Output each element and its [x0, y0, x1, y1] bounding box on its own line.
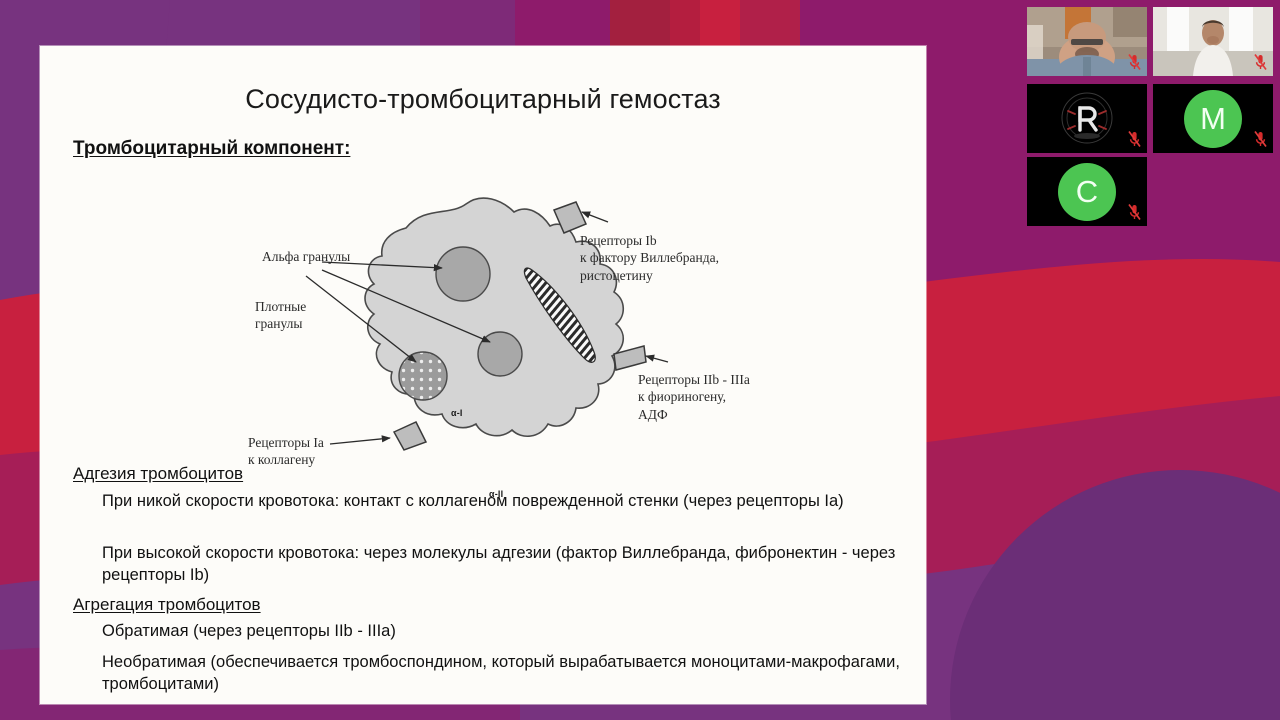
participant-tile-2[interactable]: [1153, 7, 1273, 76]
leader-receptor-ia: [329, 435, 391, 445]
page-title: Сосудисто-тромбоцитарный гемостаз: [245, 84, 721, 114]
alpha-granule-1: [435, 246, 491, 302]
leader-receptor-ib: [581, 211, 609, 223]
mic-off-icon: [1128, 130, 1141, 148]
avatar: M: [1184, 89, 1242, 148]
mic-off-icon: [1128, 53, 1141, 71]
mic-off-icon: [1254, 53, 1267, 71]
receptor-ia-shape: [392, 421, 428, 451]
participant-tile-3[interactable]: [1027, 84, 1147, 153]
label-receptors-ia: Рецепторы Ia к коллагену: [248, 435, 324, 468]
label-alpha-granules: Альфа гранулы: [262, 249, 351, 264]
participant-tile-1[interactable]: [1027, 7, 1147, 76]
microtubule: [523, 267, 596, 363]
avatar: C: [1058, 162, 1116, 221]
dense-granule: [398, 351, 448, 401]
participant-tile-4[interactable]: M: [1153, 84, 1273, 153]
leader-alpha-granules: [321, 261, 443, 272]
platelet-diagram: α-I α-II Альфа гранулы Плотные гранулы Р…: [210, 186, 830, 499]
section-heading-adhesion: Адгезия тромбоцитов: [73, 464, 244, 483]
camera-feed-1: [1027, 7, 1147, 76]
platelet-illustration: [305, 197, 669, 451]
leader-alpha-granule-2: [321, 269, 491, 343]
receptor-iib-iiia-shape: [613, 345, 647, 371]
alpha-granule-2: [477, 331, 523, 377]
bullet-aggregation-reversible: Обратимая (через рецепторы IIb - IIIa): [102, 622, 396, 640]
camera-feed-2: [1153, 7, 1273, 76]
leader-dense-granules: [305, 275, 417, 363]
shared-slide: Сосудисто-тромбоцитарный гемостаз Тромбо…: [40, 46, 926, 704]
bullet-adhesion-low-speed: При никой скорости кровотока: контакт с …: [102, 492, 844, 510]
bullet-adhesion-high-speed: При высокой скорости кровотока: через мо…: [102, 544, 896, 584]
bullet-aggregation-irreversible: Необратимая (обеспечивается тромбоспонди…: [102, 653, 900, 693]
alpha-granule-2-label: α-II: [489, 489, 504, 499]
label-receptors-iib-iiia: Рецепторы IIb - IIIa к фиориногену, АДФ: [638, 372, 750, 422]
slide-subtitle: Тромбоцитарный компонент:: [73, 138, 351, 159]
organization-logo-icon: [1027, 84, 1147, 153]
mic-off-icon: [1254, 130, 1267, 148]
mic-off-icon: [1128, 203, 1141, 221]
participant-tile-5[interactable]: C: [1027, 157, 1147, 226]
alpha-granule-1-label: α-I: [451, 408, 463, 418]
label-dense-granules: Плотные гранулы: [255, 299, 307, 332]
leader-receptor-iib-iiia: [645, 354, 669, 363]
receptor-ib-shape: [552, 201, 588, 234]
label-receptors-ib: Рецепторы Ib к фактору Виллебранда, рист…: [580, 233, 719, 283]
section-heading-aggregation: Агрегация тромбоцитов: [73, 595, 261, 614]
